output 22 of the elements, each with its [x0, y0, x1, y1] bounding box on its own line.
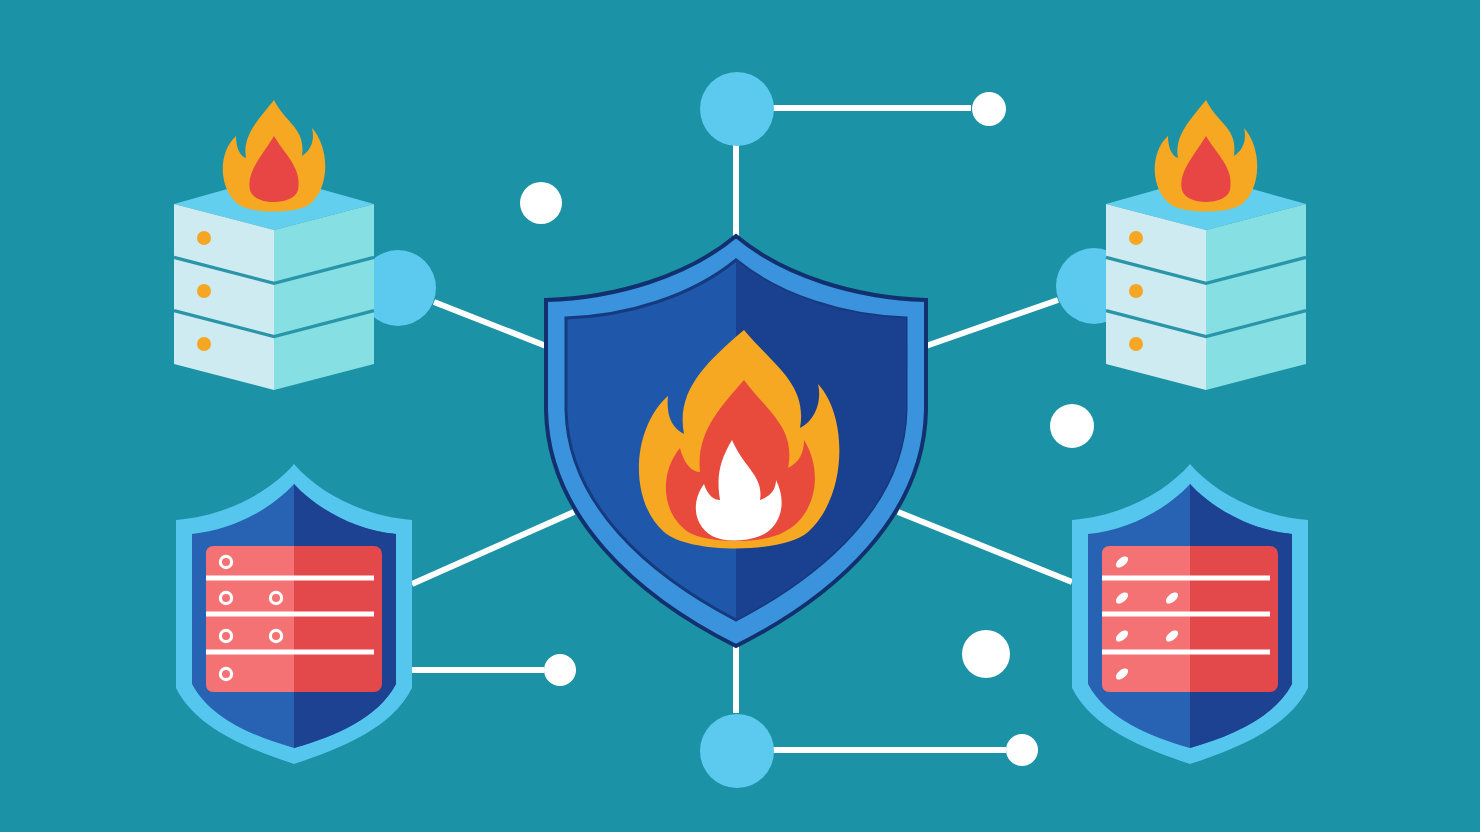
dot-icon	[519, 181, 561, 223]
connector-line	[896, 509, 1074, 585]
connector-line	[733, 646, 739, 713]
endpoint-dot-icon	[544, 654, 576, 686]
dot-icon	[962, 630, 1010, 678]
endpoint-dot-icon	[971, 91, 1005, 125]
endpoint-dot-icon	[1006, 734, 1038, 766]
connector-line	[733, 145, 739, 236]
connector-line	[432, 299, 548, 349]
connector-line	[925, 297, 1059, 349]
connector-line	[412, 667, 544, 673]
connector-line	[773, 105, 971, 111]
connector-line	[410, 509, 576, 587]
network-hub-icon	[699, 71, 773, 145]
shield-server-rack-icon	[1070, 462, 1310, 766]
connector-line	[773, 747, 1006, 753]
dot-icon	[1050, 404, 1094, 448]
shield-server-rack-icon	[174, 462, 414, 766]
shield-flame-icon	[542, 232, 930, 650]
server-with-flame-icon	[1054, 98, 1308, 392]
network-hub-icon	[699, 713, 773, 787]
server-with-flame-icon	[172, 98, 438, 392]
